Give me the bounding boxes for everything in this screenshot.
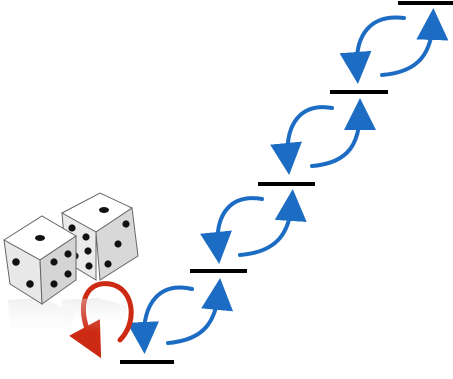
dice-icon [3, 192, 139, 342]
transition-arrow-icon-down-2 [200, 196, 264, 264]
transition-arrow-icon-down-3 [270, 105, 334, 175]
die-back [60, 192, 139, 281]
transition-arrow-icon-up-3 [310, 98, 376, 168]
steps [120, 1, 453, 364]
transition-arrow-icon-up-1 [166, 278, 234, 345]
transition-arrow-icon-down-1 [127, 285, 194, 354]
transition-arrow-icon-up-4 [380, 8, 449, 77]
transition-arrows [127, 8, 449, 354]
transition-arrow-icon-up-2 [238, 189, 307, 257]
die-front [3, 215, 77, 305]
transition-arrow-icon-down-4 [339, 15, 406, 84]
